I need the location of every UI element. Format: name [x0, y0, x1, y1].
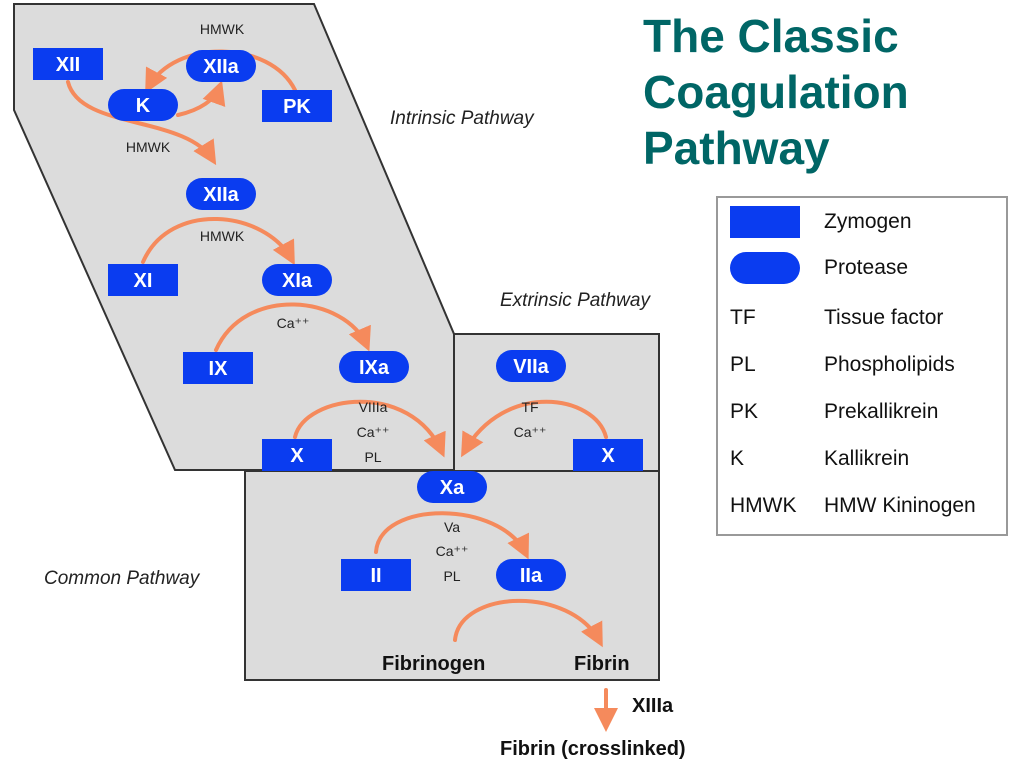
legend-row-k: K Kallikrein [718, 435, 1006, 479]
title-line-1: The Classic [643, 10, 899, 62]
cofactor-ca-tf: Ca⁺⁺ [514, 424, 547, 440]
slide-title: The Classic Coagulation Pathway [643, 8, 1013, 176]
node-ixa-protease [339, 351, 409, 383]
legend-row-pk: PK Prekallikrein [718, 388, 1006, 432]
title-line-3: Pathway [643, 122, 830, 174]
cofactor-va: Va [444, 519, 460, 535]
cofactor-hmwk-left: HMWK [126, 139, 171, 155]
cofactor-tf: TF [521, 399, 538, 415]
title-line-2: Coagulation [643, 66, 909, 118]
node-ii-zymogen [341, 559, 411, 591]
legend-label-hmwk: HMW Kininogen [824, 494, 976, 517]
legend-row-tf: TF Tissue factor [718, 294, 1006, 338]
legend-label-pk: Prekallikrein [824, 400, 939, 423]
arrow-xii-to-xiia [66, 80, 217, 166]
node-iia-protease [496, 559, 566, 591]
label-xiia-mid: XIIa [203, 184, 239, 206]
legend-row-zymogen: Zymogen [718, 198, 1006, 242]
arrow-k-to-xiia [176, 80, 226, 117]
legend-abbrev-pl: PL [730, 353, 756, 376]
cofactor-ca-ix: Ca⁺⁺ [277, 315, 310, 331]
label-ixa: IXa [359, 357, 390, 379]
node-xiia-mid-protease [186, 178, 256, 210]
legend-label-protease: Protease [824, 256, 909, 279]
arrow-ii-to-iia [374, 511, 529, 560]
label-viia: VIIa [513, 356, 549, 378]
xiiia-label: XIIIa [632, 695, 674, 717]
label-ii: II [370, 565, 381, 587]
label-xa: Xa [440, 477, 465, 499]
legend-label-zymogen: Zymogen [824, 210, 912, 233]
legend-row-protease: Protease [718, 244, 1006, 288]
label-xia: XIa [282, 270, 313, 292]
node-xii-zymogen [33, 48, 103, 80]
fibrinogen-label: Fibrinogen [382, 653, 485, 675]
legend-label-pl: Phospholipids [824, 353, 955, 376]
protease-swatch [730, 252, 800, 284]
cofactor-pl-x: PL [364, 449, 381, 465]
cofactor-ca-ii: Ca⁺⁺ [436, 543, 469, 559]
common-pathway-label: Common Pathway [44, 568, 201, 589]
extrinsic-pathway-label: Extrinsic Pathway [500, 290, 651, 311]
cofactor-pl-ii: PL [443, 568, 460, 584]
fibrin-label: Fibrin [574, 653, 630, 675]
cofactor-hmwk-top: HMWK [200, 21, 245, 37]
legend-row-pl: PL Phospholipids [718, 341, 1006, 385]
node-k-protease [108, 89, 178, 121]
arrow-x-to-xa-extrinsic [461, 399, 608, 458]
node-xiia-top-protease [186, 50, 256, 82]
node-pk-zymogen [262, 90, 332, 122]
label-pk: PK [283, 96, 311, 118]
label-xiia-top: XIIa [203, 56, 239, 78]
zymogen-swatch [730, 206, 800, 238]
label-xii: XII [56, 54, 80, 76]
label-k: K [136, 95, 151, 117]
fibrin-crosslinked-label: Fibrin (crosslinked) [500, 738, 686, 760]
intrinsic-pathway-label: Intrinsic Pathway [390, 108, 535, 129]
legend-label-k: Kallikrein [824, 447, 910, 470]
legend-abbrev-pk: PK [730, 400, 759, 423]
legend-abbrev-hmwk: HMWK [730, 494, 797, 517]
legend-abbrev-k: K [730, 447, 745, 470]
cofactor-ca-x: Ca⁺⁺ [357, 424, 390, 440]
arrow-fibrinogen-to-fibrin [453, 598, 603, 648]
legend-row-hmwk: HMWK HMW Kininogen [718, 482, 1006, 526]
node-xia-protease [262, 264, 332, 296]
node-viia-protease [496, 350, 566, 382]
node-x-left-zymogen [262, 439, 332, 471]
legend-abbrev-tf: TF [730, 306, 756, 329]
cofactor-viiia: VIIIa [359, 399, 388, 415]
node-ix-zymogen [183, 352, 253, 384]
label-xi: XI [134, 270, 153, 292]
node-xa-protease [417, 471, 487, 503]
node-x-right-zymogen [573, 439, 643, 471]
arrow-xi-to-xia [141, 216, 295, 266]
label-ix: IX [209, 358, 229, 380]
node-xi-zymogen [108, 264, 178, 296]
legend-label-tf: Tissue factor [824, 306, 944, 329]
label-iia: IIa [520, 565, 543, 587]
arrow-x-to-xa-intrinsic [293, 399, 446, 458]
label-x-left: X [290, 445, 304, 467]
cofactor-hmwk-xi: HMWK [200, 228, 245, 244]
legend: Zymogen Protease TF Tissue factor PL Pho… [716, 196, 1008, 536]
arrow-ix-to-ixa [214, 302, 371, 352]
label-x-right: X [601, 445, 615, 467]
